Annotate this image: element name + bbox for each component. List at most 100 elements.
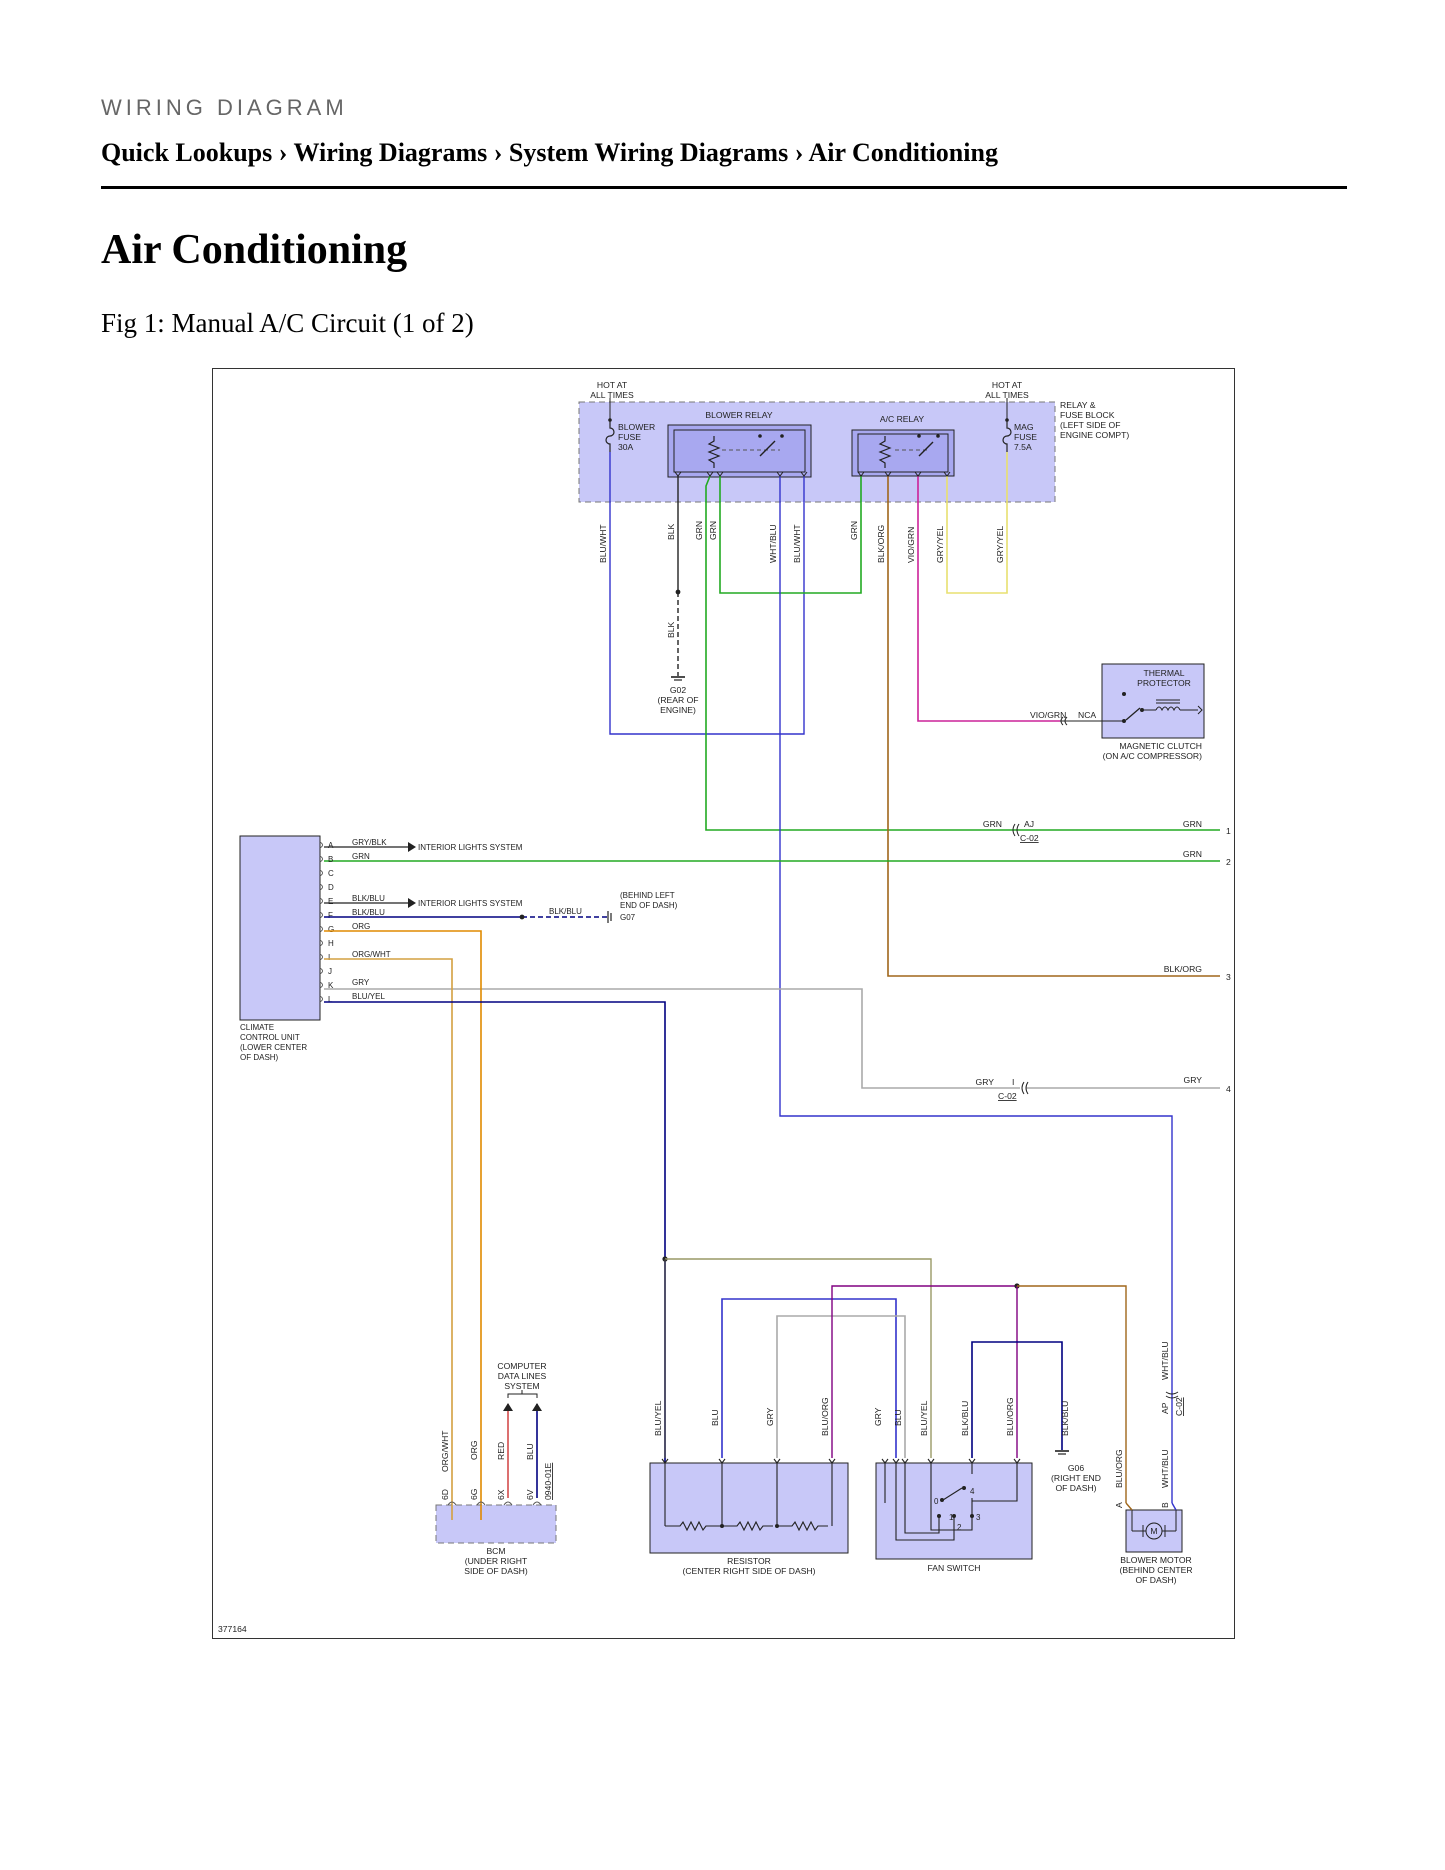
pin-b-wire: GRN [352, 852, 370, 861]
svg-text:(ON A/C COMPRESSOR): (ON A/C COMPRESSOR) [1103, 751, 1202, 761]
svg-text:BLU: BLU [710, 1409, 720, 1426]
fan-position-4: 4 [970, 1487, 975, 1496]
svg-text:FUSE: FUSE [618, 432, 641, 442]
svg-text:OF DASH): OF DASH) [240, 1053, 279, 1062]
thermal-protector-label: THERMAL [1143, 668, 1184, 678]
svg-text:SIDE OF DASH): SIDE OF DASH) [464, 1566, 528, 1576]
svg-text:H: H [328, 939, 334, 948]
fan-position-2: 2 [957, 1523, 962, 1532]
svg-text:GRY: GRY [765, 1407, 775, 1426]
svg-text:6V: 6V [525, 1489, 535, 1500]
svg-text:GRN: GRN [694, 521, 704, 540]
svg-text:C-02: C-02 [1174, 1397, 1184, 1416]
breadcrumb-separator: › [278, 138, 288, 167]
svg-text:BLK/BLU: BLK/BLU [1060, 1401, 1070, 1436]
breadcrumb-wiring-diagrams[interactable]: Wiring Diagrams [293, 138, 488, 167]
g07-wire-label: BLK/BLU [549, 907, 582, 916]
svg-text:(LOWER CENTER: (LOWER CENTER [240, 1043, 307, 1052]
svg-text:ALL TIMES: ALL TIMES [590, 390, 634, 400]
ground-g02-label: G02 [670, 685, 686, 695]
svg-text:DATA LINES: DATA LINES [498, 1371, 547, 1381]
header-rule [101, 186, 1347, 189]
svg-text:(REAR OF: (REAR OF [657, 695, 698, 705]
svg-text:(UNDER RIGHT: (UNDER RIGHT [465, 1556, 528, 1566]
svg-text:FUSE BLOCK: FUSE BLOCK [1060, 410, 1115, 420]
svg-text:(RIGHT END: (RIGHT END [1051, 1473, 1101, 1483]
offpage-1-wire: GRN [1183, 819, 1202, 829]
svg-text:C: C [328, 869, 334, 878]
svg-text:J: J [328, 967, 332, 976]
svg-text:0940-01E: 0940-01E [543, 1462, 553, 1500]
svg-text:FUSE: FUSE [1014, 432, 1037, 442]
svg-text:(CENTER RIGHT SIDE OF DASH): (CENTER RIGHT SIDE OF DASH) [682, 1566, 815, 1576]
blower-relay [667, 424, 812, 478]
svg-text:I: I [328, 953, 330, 962]
g07-location: (BEHIND LEFT [620, 891, 675, 900]
svg-text:G: G [328, 925, 334, 934]
svg-text:BLU/ORG: BLU/ORG [1005, 1397, 1015, 1436]
offpage-2-number: 2 [1226, 857, 1231, 867]
pin-e-wire: BLK/BLU [352, 894, 385, 903]
climate-pin-letters: A B C D E F G H I J K L [328, 841, 334, 1004]
svg-text:K: K [328, 981, 334, 990]
svg-text:L: L [328, 995, 333, 1004]
lower-wire-labels: BLU/YEL BLU GRY BLU/ORG GRY BLU BLU/YEL … [653, 1341, 1184, 1508]
svg-text:GRN: GRN [708, 521, 718, 540]
fan-position-1: 1 [949, 1513, 954, 1522]
ground-g06-label: G06 [1068, 1463, 1084, 1473]
section-eyebrow: WIRING DIAGRAM [101, 95, 348, 120]
relay-fuse-block [578, 401, 1056, 503]
blower-motor-label: BLOWER MOTOR [1120, 1555, 1191, 1565]
climate-control-unit [239, 835, 321, 1021]
svg-text:VIO/GRN: VIO/GRN [906, 527, 916, 563]
motor-symbol: M [1150, 1526, 1157, 1536]
svg-text:BLU/WHT: BLU/WHT [792, 524, 802, 563]
interior-lights-e-label: INTERIOR LIGHTS SYSTEM [418, 899, 523, 908]
svg-text:BLK: BLK [666, 523, 676, 540]
fan-position-3: 3 [976, 1513, 981, 1522]
hot-at-all-times-left: HOT AT [597, 380, 628, 390]
blower-relay-label: BLOWER RELAY [705, 410, 772, 420]
ac-relay [851, 429, 955, 477]
offpage-1-connector: C-02 [1020, 833, 1039, 843]
svg-text:GRY/YEL: GRY/YEL [935, 526, 945, 563]
breadcrumb-air-conditioning[interactable]: Air Conditioning [808, 138, 998, 167]
svg-text:BLU: BLU [525, 1443, 535, 1460]
svg-text:OF DASH): OF DASH) [1055, 1483, 1096, 1493]
fan-position-0: 0 [934, 1497, 939, 1506]
svg-text:SYSTEM: SYSTEM [504, 1381, 539, 1391]
breadcrumb-system-wiring-diagrams[interactable]: System Wiring Diagrams [508, 138, 789, 167]
fan-switch [875, 1462, 1033, 1560]
svg-text:BLK/ORG: BLK/ORG [876, 524, 886, 563]
svg-text:END OF DASH): END OF DASH) [620, 901, 678, 910]
svg-text:(BEHIND CENTER: (BEHIND CENTER [1119, 1565, 1192, 1575]
pin-a-wire: GRY/BLK [352, 838, 387, 847]
svg-text:BLU/ORG: BLU/ORG [820, 1397, 830, 1436]
svg-text:B: B [1160, 1502, 1170, 1508]
svg-text:PROTECTOR: PROTECTOR [1137, 678, 1191, 688]
offpage-3-number: 3 [1226, 972, 1231, 982]
pin-g-wire: ORG [352, 922, 370, 931]
offpage-4-number: 4 [1226, 1084, 1231, 1094]
mag-fuse-label: MAG [1014, 422, 1034, 432]
bcm [435, 1504, 557, 1544]
svg-text:WHT/BLU: WHT/BLU [768, 524, 778, 563]
offpage-4-wire: GRY [1184, 1075, 1203, 1085]
pin-l-wire: BLU/YEL [352, 992, 385, 1001]
resistor [649, 1462, 849, 1554]
offpage-2-wire: GRN [1183, 849, 1202, 859]
svg-text:BLK: BLK [666, 621, 676, 638]
svg-text:7.5A: 7.5A [1014, 442, 1032, 452]
offpage-4-left-wire: GRY [976, 1077, 995, 1087]
offpage-1-pin: AJ [1024, 819, 1034, 829]
breadcrumb-separator: › [794, 138, 804, 167]
svg-text:BLU/ORG: BLU/ORG [1114, 1449, 1124, 1488]
breadcrumb-quick-lookups[interactable]: Quick Lookups [101, 138, 273, 167]
figure-id: 377164 [218, 1624, 247, 1634]
breadcrumb: Quick Lookups › Wiring Diagrams › System… [101, 138, 998, 168]
data-lines-label: COMPUTER [497, 1361, 546, 1371]
svg-text:BLK/BLU: BLK/BLU [960, 1401, 970, 1436]
svg-text:6G: 6G [469, 1488, 479, 1500]
svg-text:AP: AP [1160, 1402, 1170, 1414]
offpage-4-pin: I [1012, 1077, 1014, 1087]
